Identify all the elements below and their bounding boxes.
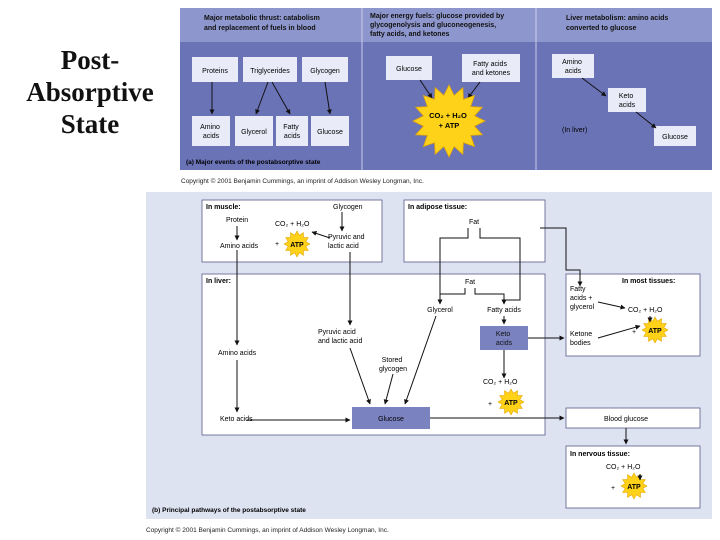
liver-glycerol: Glycerol (427, 307, 453, 314)
atp-label: ATP (504, 400, 518, 407)
nervous-co2: CO₂ + H₂O (606, 464, 641, 471)
nervous-tissue-label: In nervous tissue: (570, 451, 630, 458)
slide-title-line: Post- (60, 45, 120, 75)
panel-a: Major metabolic thrust: catabolism and r… (180, 8, 712, 170)
adipose-fat: Fat (469, 219, 479, 226)
atp-label: ATP (290, 242, 304, 249)
panel-b-caption: (b) Principal pathways of the postabsorp… (152, 507, 306, 514)
plus-sign: + (275, 241, 279, 248)
plus-sign: + (488, 401, 492, 408)
atp-sun (283, 230, 311, 258)
atp-sun (497, 388, 525, 416)
glucose-box-text: Glucose (378, 416, 404, 423)
atp-label: ATP (627, 484, 641, 491)
liver-glucose: Glucose (662, 134, 688, 141)
atp-sun (620, 472, 648, 500)
keto-acids-box-text: Keto acids (496, 331, 513, 347)
box-triglycerides: Triglycerides (250, 68, 290, 75)
muscle-amino-acids: Amino acids (220, 243, 259, 250)
muscle-co2: CO₂ + H₂O (275, 221, 310, 228)
keto-acids-box (480, 326, 528, 350)
sun-text: CO₂ + H₂O + ATP (429, 111, 469, 130)
panel-b: In muscle: Glycogen Protein CO₂ + H₂O Am… (146, 192, 712, 519)
glucose-box (352, 407, 430, 429)
liver-amino-acids: Amino acids (562, 59, 584, 75)
header-fuels: Major energy fuels: glucose provided by … (370, 13, 506, 38)
liver-fatty-acids: Fatty acids (487, 307, 521, 314)
muscle-protein: Protein (226, 217, 248, 224)
slide-title-line: Absorptive (26, 77, 154, 107)
box-glycogen: Glycogen (310, 68, 340, 75)
blood-glucose-box (565, 407, 701, 429)
muscle-pyruvic: Pyruvic and lactic acid (328, 234, 367, 250)
box-proteins: Proteins (202, 68, 228, 75)
stored-glycogen: Stored glycogen (379, 357, 407, 373)
atp-label: ATP (648, 328, 662, 335)
pathway-arrows (234, 227, 653, 481)
atp-sun-large (412, 84, 486, 158)
panel-a-copyright: Copyright © 2001 Benjamin Cummings, an i… (181, 177, 424, 185)
most-tissues-label: In most tissues: (622, 278, 675, 285)
liver-label: In liver: (206, 278, 231, 285)
liver-pyruvic: Pyruvic acid and lactic acid (318, 329, 362, 345)
panel-b-copyright: Copyright © 2001 Benjamin Cummings, an i… (146, 526, 389, 534)
adipose-label: In adipose tissue: (408, 204, 467, 211)
liver-keto-acids: Keto acids (619, 93, 636, 109)
plus-sign: + (632, 329, 636, 336)
liver-keto-acids: Keto acids (220, 416, 253, 423)
liver-fat: Fat (465, 279, 475, 286)
box-fatty-acids: Fatty acids (283, 124, 301, 140)
liver-amino-acids: Amino acids (218, 350, 257, 357)
box-glycerol: Glycerol (241, 129, 267, 136)
adipose-box (403, 199, 546, 263)
header-liver: Liver metabolism: amino acids converted … (566, 15, 670, 32)
box-glucose: Glucose (317, 129, 343, 136)
fuel-fatty-acids: Fatty acids and ketones (472, 61, 511, 77)
header-thrust: Major metabolic thrust: catabolism and r… (204, 15, 322, 32)
ketone-bodies: Ketone bodies (570, 331, 594, 347)
most-tissues-box (565, 273, 701, 357)
most-co2: CO₂ + H₂O (628, 307, 663, 314)
plus-sign: + (611, 485, 615, 492)
muscle-glycogen: Glycogen (333, 204, 363, 211)
in-liver-label: (In liver) (562, 127, 587, 134)
most-fatty-acids: Fatty acids + glycerol (570, 286, 595, 311)
fuel-glucose: Glucose (396, 66, 422, 73)
box-amino-acids: Amino acids (200, 124, 222, 140)
atp-sun (641, 316, 669, 344)
slide-title: Post- Absorptive State (0, 44, 180, 140)
blood-glucose: Blood glucose (604, 416, 648, 423)
liver-co2: CO₂ + H₂O (483, 379, 518, 386)
panel-a-header-band (180, 8, 712, 42)
panel-a-caption: (a) Major events of the postabsorptive s… (186, 159, 321, 166)
muscle-label: In muscle: (206, 204, 241, 211)
slide-title-line: State (60, 109, 120, 139)
